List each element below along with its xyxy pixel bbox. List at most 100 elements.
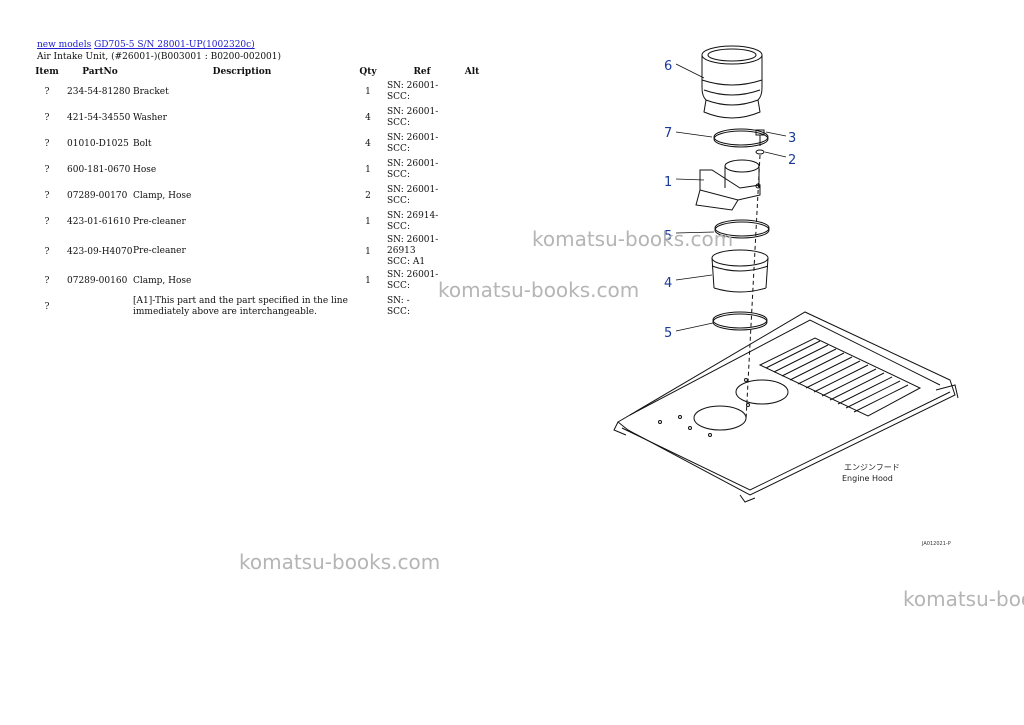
table-row: ? 423-09-H4070 Pre-cleaner 1 SN: 26001-2… (30, 235, 487, 268)
row-ref-sn: SN: 26914- (387, 211, 439, 221)
figure-code: JA012021-P (921, 541, 951, 547)
row-item: ? (44, 165, 50, 175)
row-alt (457, 131, 487, 157)
leader-lines (675, 63, 787, 332)
row-ref: SN: 26001-SCC: (385, 105, 457, 131)
table-row: ? 423-01-61610 Pre-cleaner 1 SN: 26914-S… (30, 209, 487, 235)
diagram-callouts: 6 7 3 2 1 5 4 5 (664, 59, 796, 341)
row-description: Pre-cleaner (133, 216, 186, 227)
row-qty: 1 (365, 165, 371, 175)
page-subtitle: Air Intake Unit, (#26001-)(B003001 : B02… (37, 52, 282, 62)
table-header-row: Item PartNo Description Qty Ref Alt (30, 65, 487, 79)
parts-table: Item PartNo Description Qty Ref Alt ? 23… (30, 65, 487, 320)
table-row: ? 600-181-0670 Hose 1 SN: 26001-SCC: (30, 157, 487, 183)
row-partno: 600-181-0670 (67, 165, 131, 175)
table-row: ? 07289-00160 Clamp, Hose 1 SN: 26001-SC… (30, 268, 487, 294)
header-ref: Ref (413, 66, 431, 77)
row-item: ? (44, 246, 50, 257)
header-item: Item (35, 67, 59, 77)
breadcrumb-link-model[interactable]: GD705-5 S/N 28001-UP(1002320c) (94, 40, 255, 50)
row-item: ? (44, 113, 50, 123)
engine-hood-label-en: Engine Hood (842, 474, 893, 483)
header-qty: Qty (359, 67, 377, 77)
callout-3: 3 (788, 131, 796, 146)
row-description: Bolt (133, 138, 152, 149)
breadcrumb-link-new-models[interactable]: new models (37, 40, 92, 50)
row-ref-sn: SN: 26001- (387, 185, 439, 195)
row-description: Washer (133, 112, 167, 123)
row-ref-sn: SN: 26001-26913 (387, 235, 439, 256)
row-partno: 421-54-34550 (67, 113, 131, 123)
row-ref-sn: SN: 26001- (387, 159, 439, 169)
watermark: komatsu-books.com (532, 227, 734, 251)
clamp-middle-drawing (714, 219, 770, 239)
table-row: ? 234-54-81280 Bracket 1 SN: 26001-SCC: (30, 79, 487, 105)
row-ref-scc: SCC: (387, 92, 410, 102)
row-description: Hose (133, 164, 157, 175)
row-ref-sn: SN: 26001- (387, 81, 439, 91)
table-row: ? [A1]-This part and the part specified … (30, 294, 487, 320)
row-alt (457, 157, 487, 183)
row-qty: 4 (365, 113, 371, 123)
row-ref: SN: 26001-SCC: (385, 268, 457, 294)
row-ref: SN: 26001-SCC: (385, 79, 457, 105)
row-item: ? (44, 302, 50, 312)
header-alt: Alt (464, 67, 480, 77)
row-partno: 234-54-81280 (67, 87, 131, 97)
watermark: komatsu-books.com (438, 278, 640, 302)
hose-drawing (711, 249, 769, 293)
row-item: ? (44, 217, 50, 227)
row-qty: 2 (365, 191, 371, 201)
callout-2: 2 (788, 153, 796, 168)
row-ref-scc: SCC: (387, 144, 410, 154)
row-ref-sn: SN: 26001- (387, 270, 439, 280)
engine-hood-grille (758, 337, 922, 417)
engine-hood-label-jp: エンジンフード (844, 463, 900, 472)
row-alt (457, 79, 487, 105)
row-qty: 4 (365, 139, 371, 149)
row-partno: 07289-00160 (67, 276, 128, 286)
row-ref-scc: SCC: (387, 170, 410, 180)
row-ref-sn: SN: 26001- (387, 107, 439, 117)
row-partno: 423-01-61610 (67, 217, 131, 227)
row-item: ? (44, 139, 50, 149)
row-partno: 423-09-H4070 (67, 246, 133, 257)
row-alt (457, 105, 487, 131)
row-alt (457, 209, 487, 235)
clamp-upper-drawing (713, 128, 769, 148)
callout-4: 4 (664, 276, 672, 291)
row-ref-scc: SCC: (387, 196, 410, 206)
row-ref-scc: SCC: (387, 281, 410, 291)
engine-hood-drawing (613, 311, 959, 503)
assembly-line (745, 154, 761, 421)
row-item: ? (44, 276, 50, 286)
row-qty: 1 (365, 276, 371, 286)
bolt-drawing (755, 129, 765, 155)
row-ref-sn: SN: - (387, 296, 410, 306)
table-row: ? 07289-00170 Clamp, Hose 2 SN: 26001-SC… (30, 183, 487, 209)
header-description: Description (212, 66, 272, 77)
row-item: ? (44, 87, 50, 97)
row-item: ? (44, 191, 50, 201)
callout-6: 6 (664, 59, 672, 74)
row-ref-scc: SCC: (387, 118, 410, 128)
row-ref-scc: SCC: A1 (387, 257, 426, 267)
row-qty: 1 (365, 87, 371, 97)
row-partno: 07289-00170 (67, 191, 128, 201)
row-partno: 01010-D1025 (67, 139, 129, 149)
row-ref-scc: SCC: (387, 222, 410, 232)
row-ref: SN: 26001-SCC: (385, 157, 457, 183)
row-ref: SN: -SCC: (385, 294, 457, 320)
table-row: ? 01010-D1025 Bolt 4 SN: 26001-SCC: (30, 131, 487, 157)
row-qty: 1 (365, 246, 371, 257)
row-description: Clamp, Hose (133, 190, 192, 201)
callout-5-lower: 5 (664, 326, 672, 341)
watermark: komatsu-books.com (239, 550, 441, 574)
row-description: Pre-cleaner (133, 246, 186, 256)
row-ref-sn: SN: 26001- (387, 133, 439, 143)
row-description: Clamp, Hose (133, 275, 192, 286)
row-description: Bracket (133, 86, 169, 97)
watermark: komatsu-books.com (903, 587, 1024, 611)
bracket-drawing (695, 159, 761, 211)
